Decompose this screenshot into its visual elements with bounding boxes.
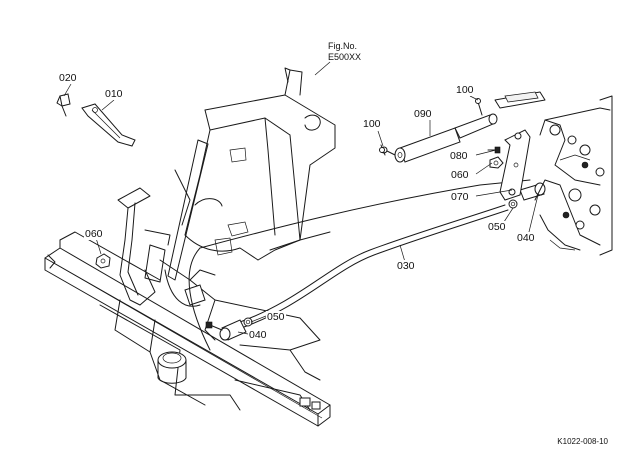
part-label-020: 020	[58, 72, 78, 84]
part-label-060-right: 060	[450, 169, 470, 181]
part-label-070: 070	[450, 191, 470, 203]
gas-spring-090	[380, 113, 498, 163]
transmission-housing	[494, 91, 613, 256]
chassis-frame	[44, 231, 331, 427]
center-lever	[144, 139, 209, 283]
nut-060-left	[95, 253, 111, 269]
part-label-040-left: 040	[248, 329, 268, 341]
document-id: K1022-008-10	[557, 437, 608, 446]
rod-030	[239, 204, 509, 328]
part-label-100-right: 100	[455, 84, 475, 96]
figure-number-label: Fig.No.	[328, 41, 358, 51]
bolt-020	[56, 93, 71, 117]
part-label-040-right: 040	[516, 232, 536, 244]
figure-number: Fig.No. E500XX	[328, 41, 361, 63]
dashboard-pedestal	[159, 67, 336, 341]
brake-pedal	[117, 187, 156, 306]
leader-lines	[63, 61, 539, 335]
pedal-arm-010	[81, 103, 136, 147]
part-label-090: 090	[413, 108, 433, 120]
pin-100-right	[475, 98, 483, 116]
part-label-050-left: 050	[266, 311, 286, 323]
part-label-050-right: 050	[487, 221, 507, 233]
part-label-060-left: 060	[84, 228, 104, 240]
part-label-080: 080	[449, 150, 469, 162]
rod-end-left	[205, 317, 253, 341]
bracket-070	[499, 129, 531, 201]
nut-060-right	[489, 156, 504, 169]
figure-number-value: E500XX	[328, 52, 362, 62]
pin-100-left	[379, 144, 386, 156]
shroud-outline	[188, 179, 531, 351]
bolt-080	[487, 146, 501, 154]
part-label-010: 010	[104, 88, 124, 100]
part-label-030: 030	[396, 260, 416, 272]
part-label-100-left: 100	[362, 118, 382, 130]
